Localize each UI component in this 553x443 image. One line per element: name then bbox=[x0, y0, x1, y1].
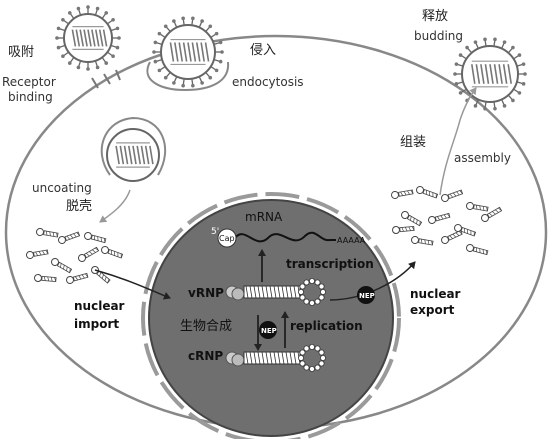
nuclear-export-label-2: export bbox=[410, 303, 455, 317]
uncoating-label-en: uncoating bbox=[32, 181, 92, 195]
rnp-cluster-left bbox=[26, 228, 124, 284]
nep-badge-center: NEP bbox=[259, 321, 277, 339]
vrnp-complex bbox=[225, 277, 326, 306]
assembly-label-cn: 组装 bbox=[400, 135, 426, 150]
rnp-cluster-right bbox=[391, 186, 503, 256]
assembly-label-en: assembly bbox=[454, 151, 511, 165]
nuclear-import-label-1: nuclear bbox=[74, 299, 125, 313]
virus-uncoating bbox=[100, 116, 167, 182]
receptor-binding-label-cn: 吸附 bbox=[8, 45, 34, 60]
vrnp-label: vRNP bbox=[188, 286, 224, 300]
receptor-binding-label-en-1: Receptor bbox=[2, 75, 56, 89]
replication-label: replication bbox=[290, 319, 363, 333]
receptor-binding-label-en-2: binding bbox=[8, 90, 53, 104]
nuclear-import-label-2: import bbox=[74, 317, 119, 331]
biosynthesis-label-cn: 生物合成 bbox=[180, 319, 232, 334]
cap-label: Cap bbox=[219, 234, 235, 243]
nuclear-export-label-1: nuclear bbox=[410, 287, 461, 301]
nucleus bbox=[141, 192, 401, 443]
virus-endocytosis bbox=[152, 16, 224, 88]
endocytosis-label-cn: 侵入 bbox=[250, 42, 276, 58]
endocytic-vesicle bbox=[146, 61, 230, 92]
svg-text:NEP: NEP bbox=[359, 292, 375, 300]
crnp-complex bbox=[225, 343, 326, 372]
nuclear-import-arrow bbox=[94, 269, 171, 300]
membrane-receptors bbox=[91, 69, 121, 89]
svg-text:NEP: NEP bbox=[261, 327, 277, 335]
nuclear-export-arrow bbox=[329, 261, 416, 301]
budding-label-cn: 释放 bbox=[422, 9, 448, 24]
five-prime-label: 5' bbox=[211, 227, 219, 237]
transcription-label: transcription bbox=[286, 257, 374, 271]
crnp-label: cRNP bbox=[188, 349, 223, 363]
uncoating-label-cn: 脱壳 bbox=[66, 199, 92, 214]
poly-a-label: AAAAA bbox=[337, 236, 366, 245]
virus-receptor-binding bbox=[55, 5, 121, 71]
budding-label-en: budding bbox=[414, 29, 463, 43]
nep-badge-export: NEP bbox=[357, 286, 375, 304]
assembly-arrow bbox=[439, 87, 477, 196]
endocytosis-label-en: endocytosis bbox=[232, 75, 304, 89]
uncoating-arrow bbox=[99, 189, 131, 223]
mrna-strand bbox=[217, 228, 336, 248]
mrna-label: mRNA bbox=[245, 210, 283, 224]
